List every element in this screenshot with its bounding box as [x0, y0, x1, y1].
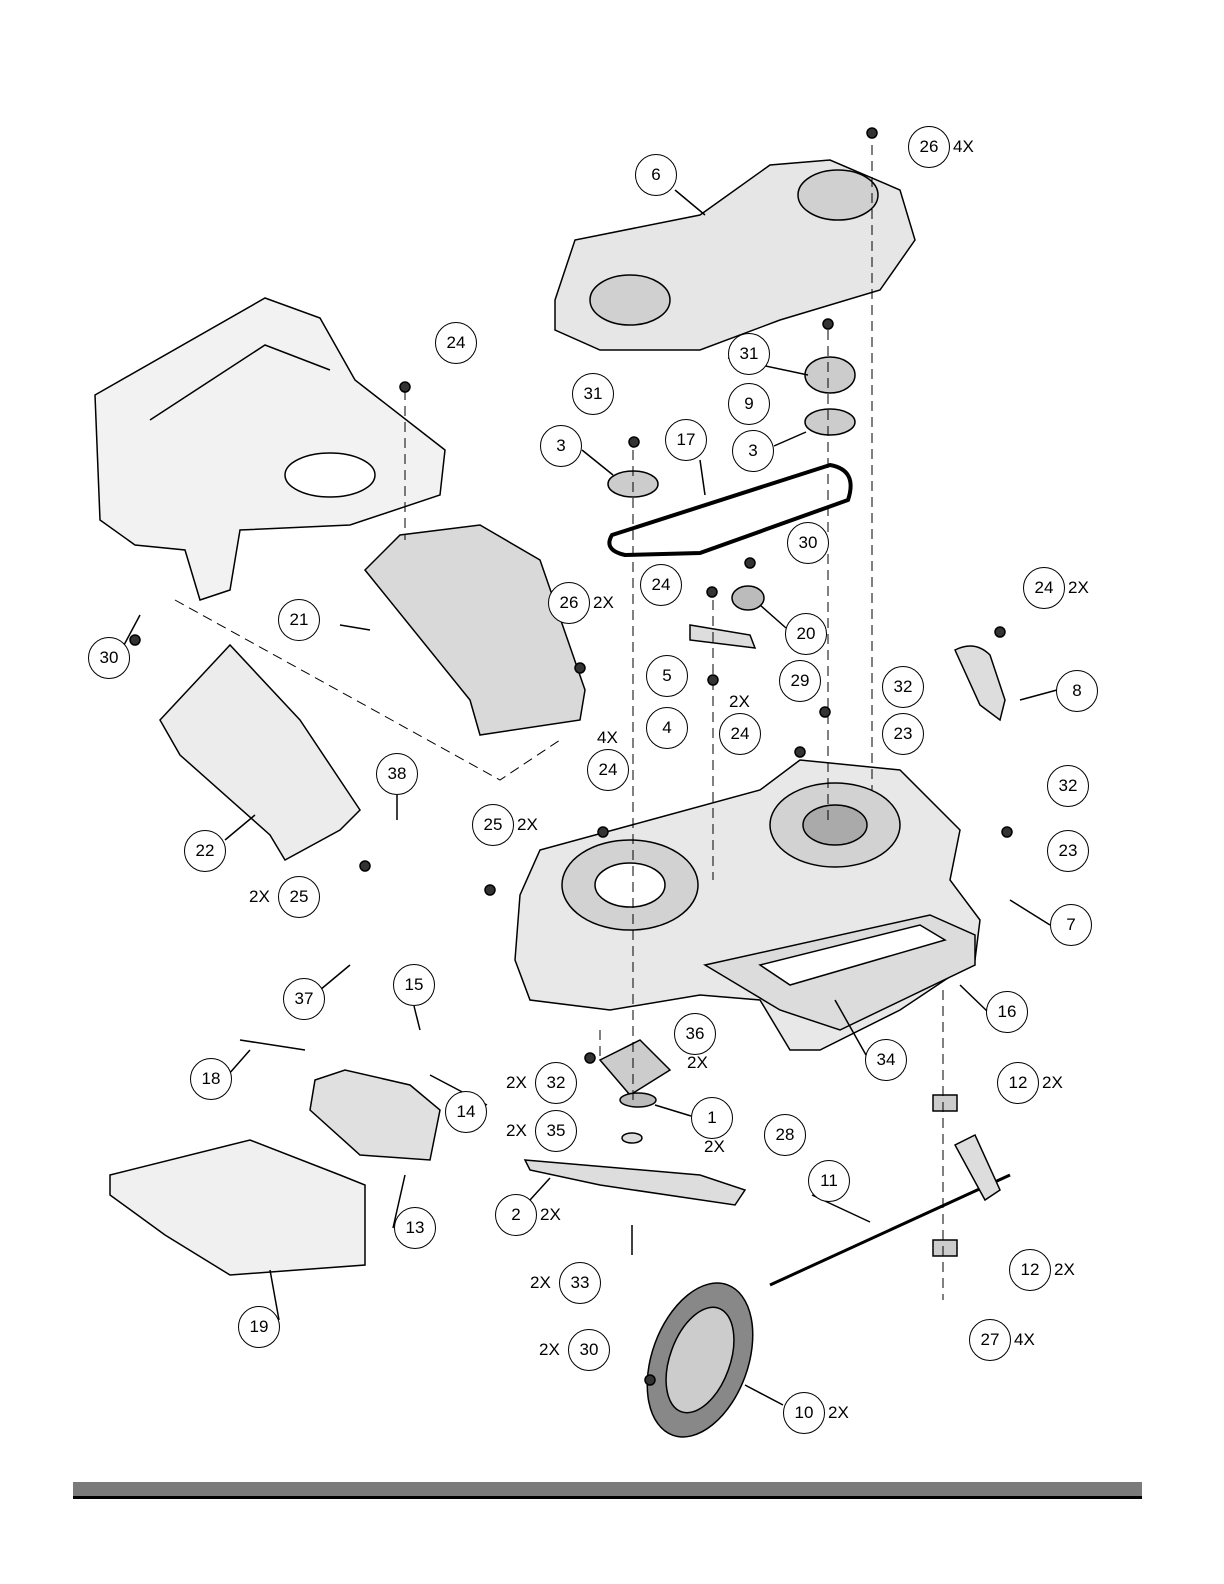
- callout-part-3: 3: [540, 425, 582, 467]
- callout-part-36: 36: [674, 1013, 716, 1055]
- callout-part-7: 7: [1050, 904, 1092, 946]
- callout-quantity: 2X: [729, 692, 750, 711]
- callout-part-32: 32: [882, 666, 924, 708]
- callout-part-16: 16: [986, 991, 1028, 1033]
- callout-part-31: 31: [728, 333, 770, 375]
- callout-quantity: 2X: [593, 593, 614, 612]
- callout-part-2: 2: [495, 1194, 537, 1236]
- callout-part-37: 37: [283, 978, 325, 1020]
- callout-quantity: 2X: [1054, 1260, 1075, 1279]
- callout-quantity: 2X: [506, 1073, 527, 1092]
- callout-quantity: 2X: [517, 815, 538, 834]
- callout-part-35: 35: [535, 1110, 577, 1152]
- baffle-part: [159, 643, 361, 862]
- callout-part-30: 30: [787, 522, 829, 564]
- callout-part-13: 13: [394, 1207, 436, 1249]
- callout-quantity: 2X: [687, 1053, 708, 1072]
- callout-part-29: 29: [779, 660, 821, 702]
- callout-quantity: 2X: [1068, 578, 1089, 597]
- rear-flap-parts: [109, 1039, 441, 1276]
- bracket-part: [954, 645, 1006, 722]
- callout-part-38: 38: [376, 753, 418, 795]
- callout-quantity: 2X: [506, 1121, 527, 1140]
- callout-part-4: 4: [646, 707, 688, 749]
- callout-part-11: 11: [808, 1160, 850, 1202]
- callout-quantity: 4X: [953, 137, 974, 156]
- callout-quantity: 4X: [597, 728, 618, 747]
- assembly-lines: [174, 145, 944, 1300]
- callout-part-23: 23: [882, 713, 924, 755]
- callout-part-10: 10: [783, 1392, 825, 1434]
- callout-quantity: 2X: [540, 1205, 561, 1224]
- callout-part-1: 1: [691, 1097, 733, 1139]
- callout-part-14: 14: [445, 1091, 487, 1133]
- leader-lines: [123, 189, 1058, 1406]
- callout-part-27: 27: [969, 1319, 1011, 1361]
- callout-part-34: 34: [865, 1039, 907, 1081]
- fasteners: [129, 127, 1013, 1386]
- footer-rule: [73, 1496, 1142, 1499]
- callout-part-8: 8: [1056, 670, 1098, 712]
- callout-part-24: 24: [1023, 567, 1065, 609]
- callout-part-33: 33: [559, 1262, 601, 1304]
- blade-parts: [523, 1039, 747, 1255]
- callout-quantity: 2X: [539, 1340, 560, 1359]
- discharge-chute-part: [363, 524, 586, 736]
- mower-deck-part: [514, 759, 981, 1051]
- callout-part-24: 24: [719, 713, 761, 755]
- callout-part-19: 19: [238, 1306, 280, 1348]
- callout-part-20: 20: [785, 613, 827, 655]
- callout-part-32: 32: [1047, 765, 1089, 807]
- callout-part-30: 30: [88, 637, 130, 679]
- chassis-frame-part: [94, 297, 446, 601]
- callout-part-12: 12: [997, 1062, 1039, 1104]
- callout-quantity: 2X: [704, 1137, 725, 1156]
- callout-part-6: 6: [635, 154, 677, 196]
- callout-part-22: 22: [184, 830, 226, 872]
- callout-part-26: 26: [908, 126, 950, 168]
- callout-part-21: 21: [278, 599, 320, 641]
- callout-quantity: 2X: [249, 887, 270, 906]
- callout-part-24: 24: [587, 749, 629, 791]
- callout-part-17: 17: [665, 419, 707, 461]
- callout-quantity: 2X: [530, 1273, 551, 1292]
- callout-part-5: 5: [646, 655, 688, 697]
- axle-wheel-parts: [646, 1094, 1011, 1438]
- pulley-belt-parts: [607, 356, 856, 649]
- belt-cover-part: [554, 159, 916, 351]
- callout-quantity: 4X: [1014, 1330, 1035, 1349]
- callout-part-28: 28: [764, 1114, 806, 1156]
- callout-part-3: 3: [732, 430, 774, 472]
- callout-part-24: 24: [435, 322, 477, 364]
- callout-part-12: 12: [1009, 1249, 1051, 1291]
- footer-bar: [73, 1482, 1142, 1496]
- callout-part-26: 26: [548, 582, 590, 624]
- callout-part-9: 9: [728, 383, 770, 425]
- callout-quantity: 2X: [828, 1403, 849, 1422]
- callout-part-15: 15: [393, 964, 435, 1006]
- callout-part-24: 24: [640, 564, 682, 606]
- callout-part-25: 25: [278, 876, 320, 918]
- callout-quantity: 2X: [1042, 1073, 1063, 1092]
- callout-part-23: 23: [1047, 830, 1089, 872]
- callout-part-30: 30: [568, 1329, 610, 1371]
- callout-part-32: 32: [535, 1062, 577, 1104]
- callout-part-31: 31: [572, 373, 614, 415]
- callout-part-18: 18: [190, 1058, 232, 1100]
- callout-part-25: 25: [472, 804, 514, 846]
